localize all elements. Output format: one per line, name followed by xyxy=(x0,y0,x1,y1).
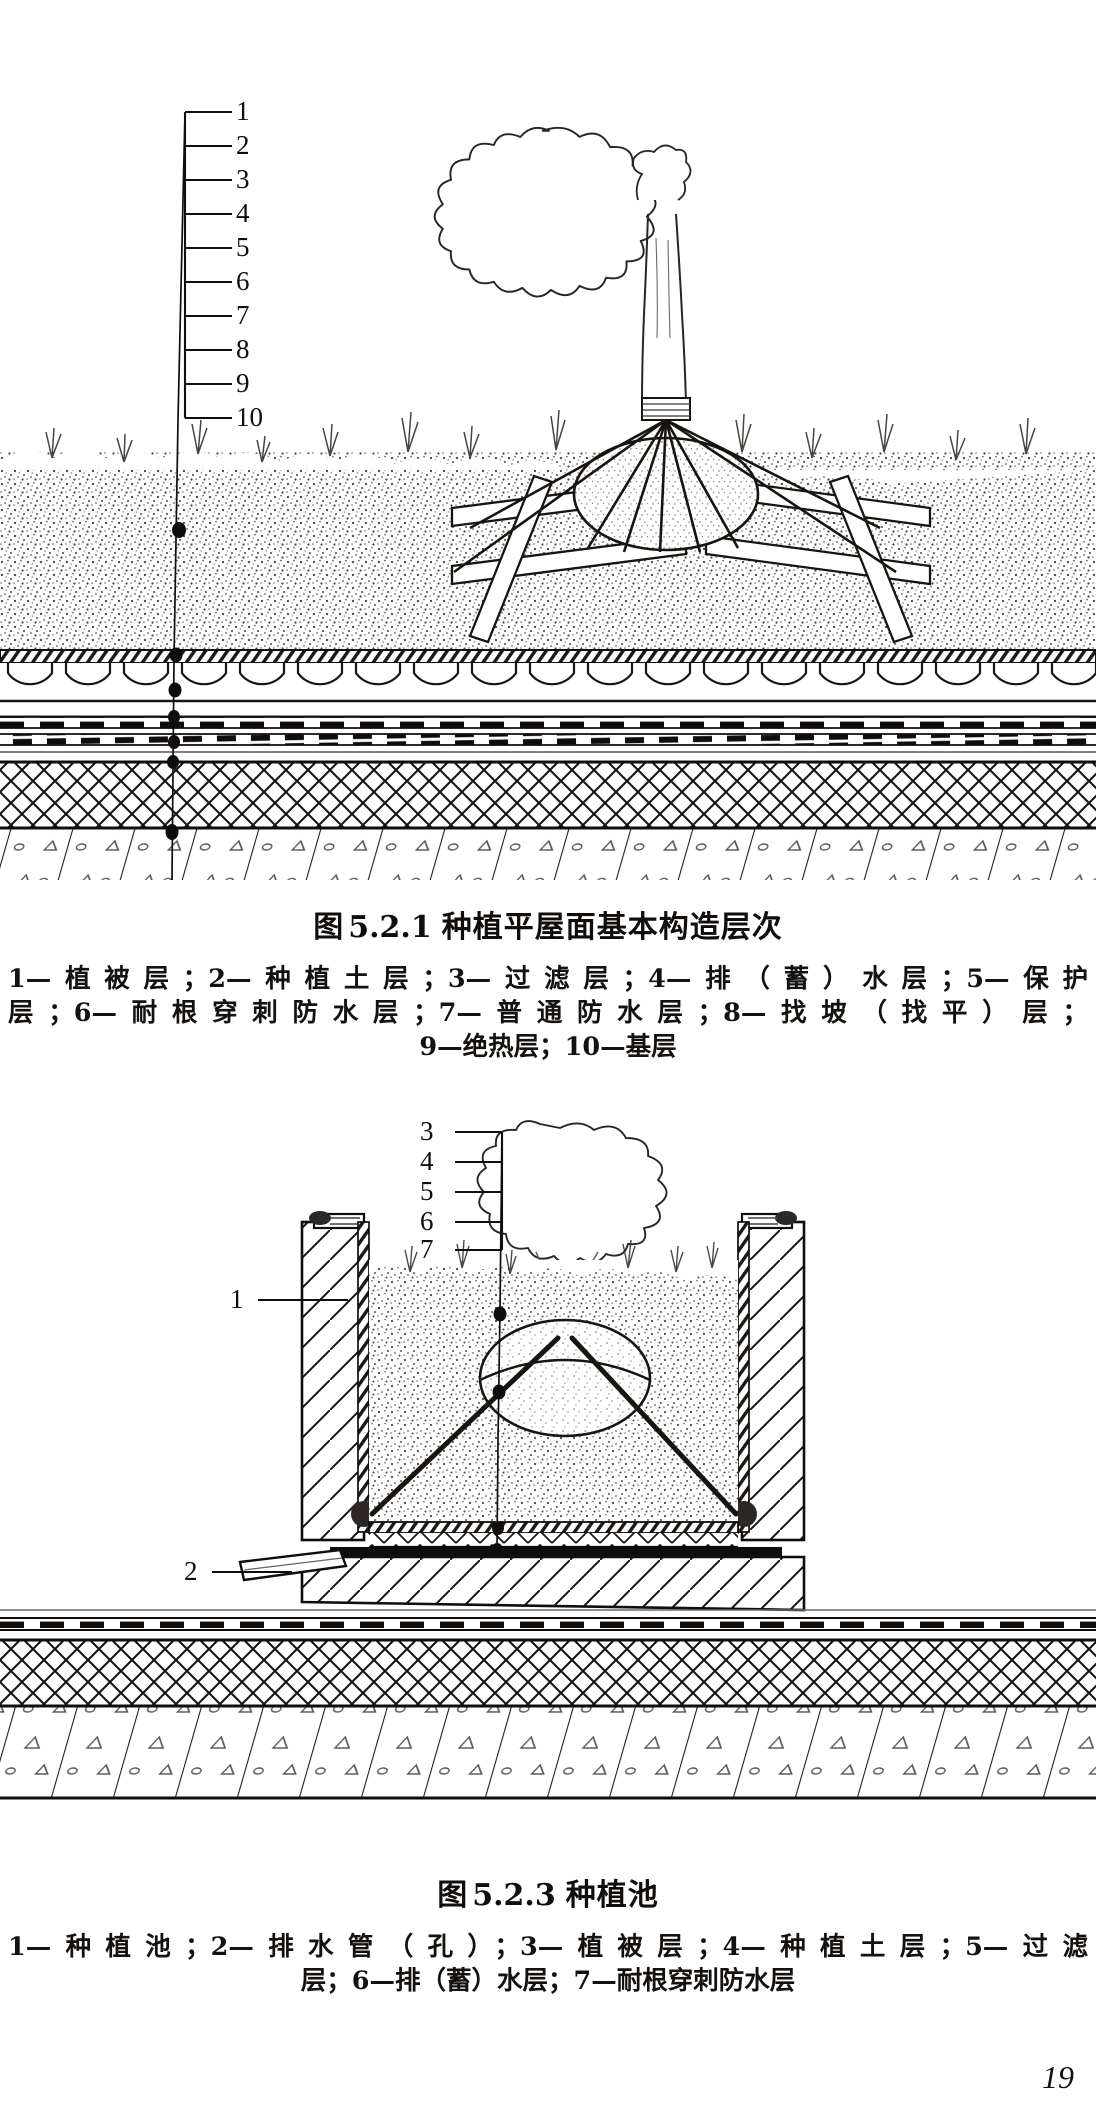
planter-base xyxy=(300,1555,806,1612)
callout-8: 8 xyxy=(236,334,250,364)
root-resistant-waterproofing xyxy=(0,716,1096,729)
thermal-insulation-layer xyxy=(0,760,1096,830)
callout-leader-dots xyxy=(165,522,186,840)
planter-wall-left xyxy=(300,1220,366,1542)
callout-leader-dots xyxy=(491,1306,507,1557)
callout-6: 6 xyxy=(420,1206,434,1236)
filter-fabric xyxy=(368,1521,739,1534)
callout-2: 2 xyxy=(184,1556,198,1586)
callout-5: 5 xyxy=(236,232,250,262)
callout-6: 6 xyxy=(236,266,250,296)
legend-line-2: 层；6—耐根穿刺防水层；7—普通防水层；8—找坡（找平）层； xyxy=(8,998,1088,1029)
root-ball xyxy=(478,1318,652,1438)
planter-wall-right xyxy=(740,1220,806,1542)
protection-layer xyxy=(0,703,1096,717)
callout-1: 1 xyxy=(230,1284,244,1314)
legend-line-1: 1—植被层；2—种植土层；3—过滤层；4—排（蓄）水层；5—保护 xyxy=(8,964,1088,994)
planter-coping xyxy=(309,1211,797,1230)
callout-4: 4 xyxy=(420,1146,434,1176)
tree-trunk xyxy=(632,144,692,421)
callout-9: 9 xyxy=(236,368,250,398)
callout-7: 7 xyxy=(236,300,250,330)
callout-3: 3 xyxy=(420,1116,434,1146)
ordinary-waterproofing xyxy=(0,733,1096,746)
drainage-retention-cups xyxy=(0,663,1096,703)
callout-leader-lines xyxy=(171,110,232,880)
callout-leader-lines xyxy=(212,1130,504,1574)
callout-3: 3 xyxy=(236,164,250,194)
page-number: 19 xyxy=(1042,2059,1074,2095)
figure-label: 图 xyxy=(437,1878,469,1913)
figure-label: 图 xyxy=(313,910,345,945)
callout-5: 5 xyxy=(420,1176,434,1206)
roof-waterproofing xyxy=(0,1609,1096,1642)
legend-line-2: 层；6—排（蓄）水层；7—耐根穿刺防水层 xyxy=(300,1966,796,1997)
structural-concrete-slab xyxy=(0,826,1096,880)
figure-5-2-3-legend: 1—种植池；2—排水管（孔）；3—植被层；4—种植土层；5—过滤 层；6—排（蓄… xyxy=(0,1930,1096,1998)
thermal-insulation-layer xyxy=(0,1638,1096,1708)
callout-4: 4 xyxy=(236,198,250,228)
figure-title: 种植平屋面基本构造层次 xyxy=(441,910,783,945)
callout-2: 2 xyxy=(236,130,250,160)
tree-canopy xyxy=(476,1120,668,1265)
tree-canopy xyxy=(433,126,657,298)
figure-5-2-1-legend: 1—植被层；2—种植土层；3—过滤层；4—排（蓄）水层；5—保护 层；6—耐根穿… xyxy=(0,962,1096,1064)
callout-10: 10 xyxy=(236,402,263,432)
figure-5-2-1-drawing: 1 2 3 4 5 6 7 8 9 10 xyxy=(0,0,1096,880)
legend-line-1: 1—种植池；2—排水管（孔）；3—植被层；4—种植土层；5—过滤 xyxy=(8,1932,1088,1962)
drainage-retention-layer xyxy=(330,1533,782,1557)
figure-number: 5.2.1 xyxy=(348,910,432,945)
root-ball xyxy=(453,418,897,574)
legend-line-3: 9—绝热层；10—基层 xyxy=(419,1032,677,1063)
figure-title: 种植池 xyxy=(565,1878,659,1913)
callout-7: 7 xyxy=(420,1234,434,1264)
guy-wires xyxy=(369,1335,739,1517)
structural-concrete-slab xyxy=(0,1704,1096,1800)
filter-fabric xyxy=(0,649,1096,664)
ground-cover-shrubs xyxy=(0,409,1096,652)
figure-5-2-3-drawing: 3 4 5 6 7 1 2 xyxy=(0,1110,1096,1840)
figure-number: 5.2.3 xyxy=(472,1878,556,1913)
callout-1: 1 xyxy=(236,96,250,126)
